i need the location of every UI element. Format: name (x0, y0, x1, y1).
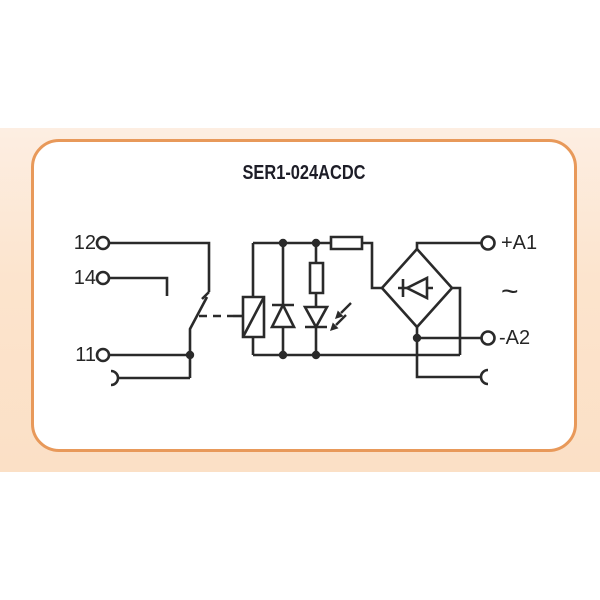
led-arrows (330, 303, 351, 331)
terminal-12-wire (97, 237, 209, 299)
terminal-label-14: 14 (73, 267, 96, 289)
series-resistor-supply (331, 237, 382, 288)
terminal-label-a2: -A2 (499, 327, 531, 349)
terminal-a1-wire (417, 237, 495, 250)
bridge-diode (398, 278, 433, 298)
junction-dot (311, 238, 321, 248)
terminal-14-wire (97, 272, 167, 296)
schematic-card (31, 139, 577, 452)
bridge-dc-minus-wire (452, 288, 460, 355)
flyback-diode (272, 238, 294, 360)
terminal-a2-wire (412, 327, 495, 345)
terminal-label-a1: +A1 (501, 232, 538, 254)
terminal-label-11: 11 (75, 344, 96, 366)
relay-coil (243, 243, 264, 355)
page-title: SER1-024ACDC (242, 162, 366, 184)
junction-dot (278, 350, 288, 360)
connector-arc-left (111, 371, 190, 385)
junction-dot (311, 350, 321, 360)
nc-no-contact-switch (190, 297, 207, 378)
connector-arc-right (417, 338, 488, 384)
ac-symbol: ~ (501, 275, 519, 308)
led-indicator (305, 238, 351, 360)
bridge-rectifier (382, 249, 452, 327)
junction-dot (278, 238, 288, 248)
junction-dot (185, 350, 195, 360)
terminal-label-12: 12 (73, 232, 96, 254)
series-resistor-led (310, 243, 323, 307)
terminal-11-wire (97, 349, 195, 361)
fixed-contact-tick (202, 292, 209, 299)
